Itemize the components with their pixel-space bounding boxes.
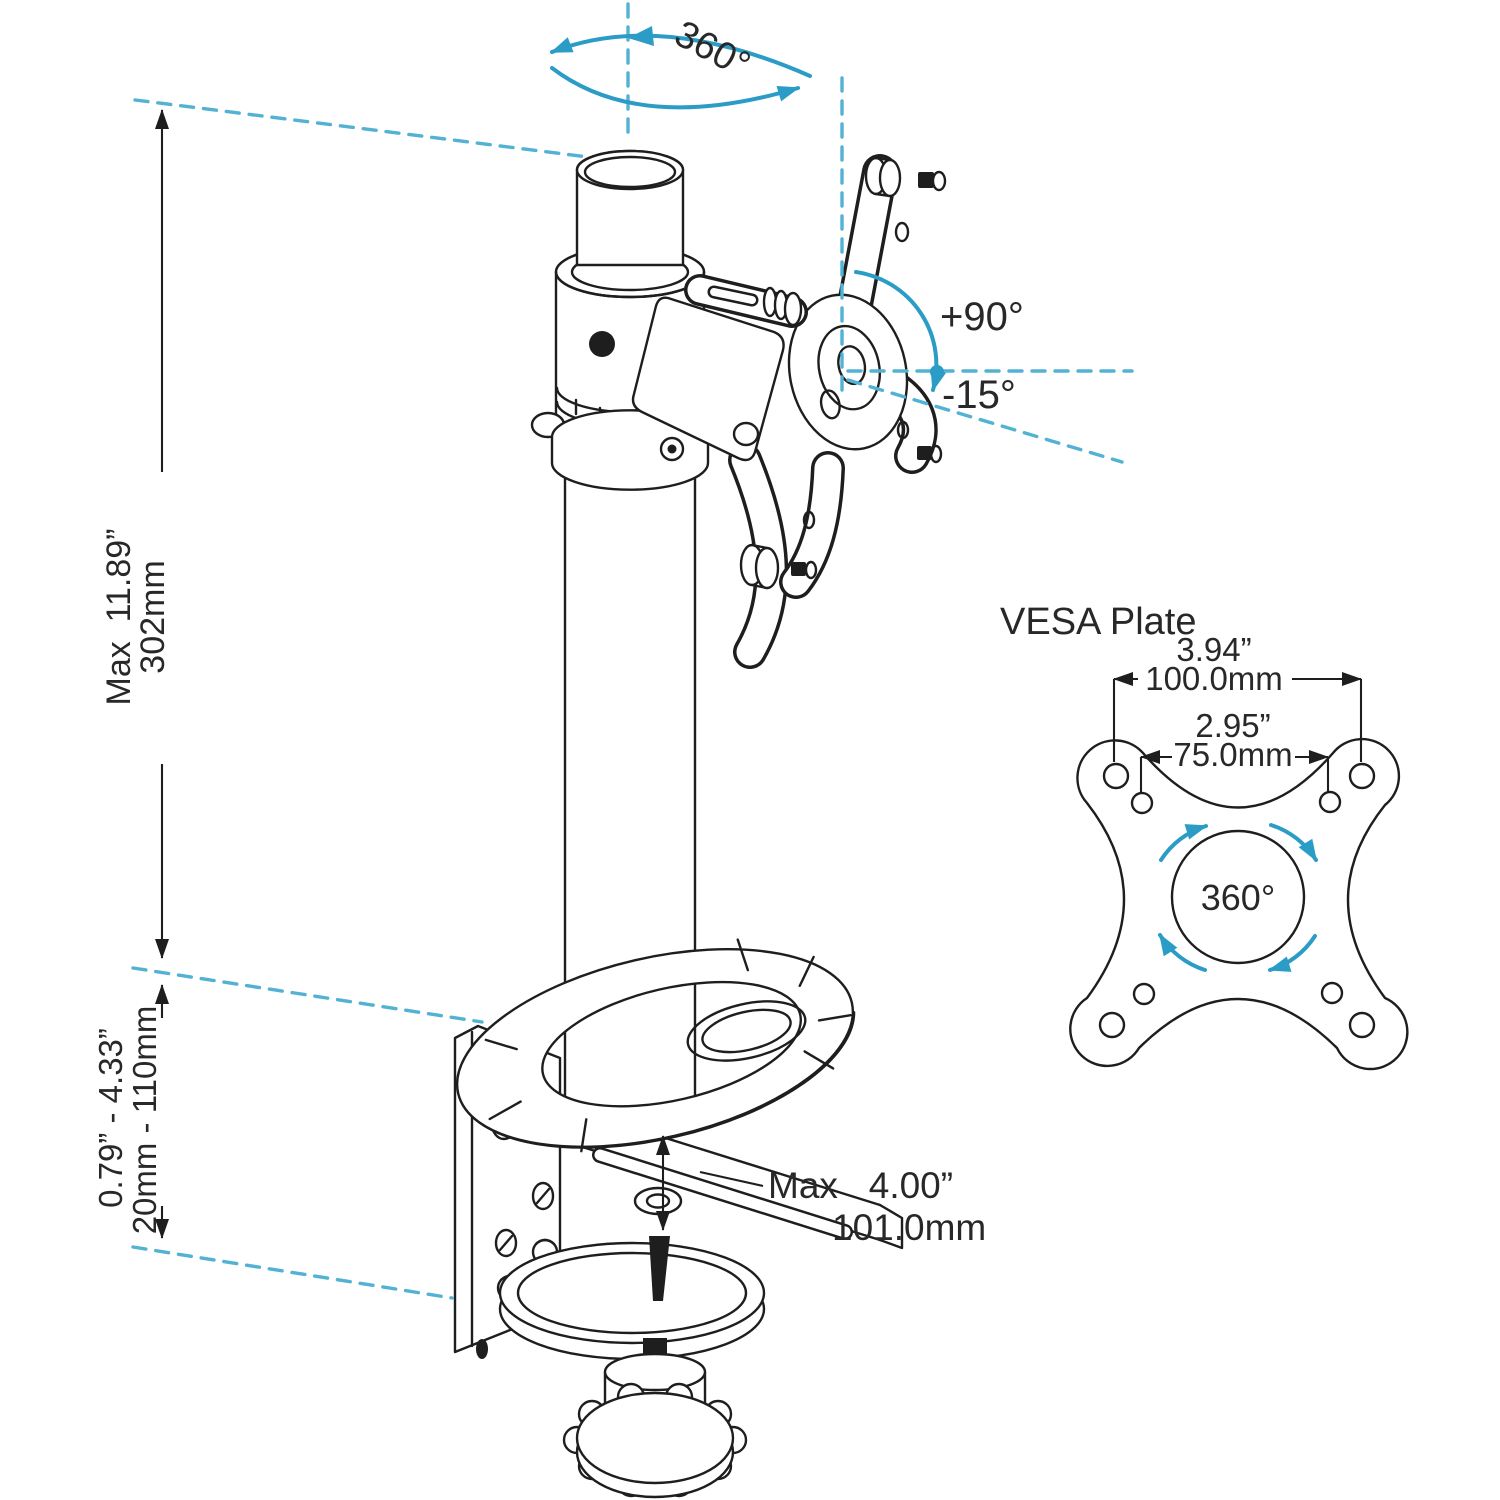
pivot-dot [930,365,944,379]
arm-hole [894,221,910,243]
vesa-hub [787,293,909,451]
vesa-bracket-3d [728,154,947,669]
tilt-arm [684,274,808,328]
vesa-75mm-dimension [1139,750,1330,794]
rotation-annotation-top [550,2,812,142]
vesa-hole-75 [1318,790,1342,814]
pole-rotation-label: 360° [668,13,757,87]
arm-hole [896,420,910,440]
vesa-hole-100 [1102,762,1130,790]
tilt-up-label: +90° [940,295,1024,339]
vesa-hole-75 [1320,981,1344,1005]
leader-lines [131,98,590,1300]
tilt-down-label: -15° [942,373,1016,417]
vesa-rotation-label: 360° [1201,877,1275,918]
vesa-outer-mm: 100.0mm [1145,660,1283,697]
vesa-screw-right [917,444,943,464]
vesa-hole-100 [1348,1011,1376,1039]
foot-pad [498,1241,766,1345]
tilt-annotation [840,76,1134,464]
vesa-screw-top [918,170,947,192]
vesa-inner-mm: 75.0mm [1173,736,1292,773]
vesa-spacer-bottom [739,543,780,590]
vesa-hole-75 [1132,982,1156,1006]
collar-clamp-band [530,409,710,491]
vesa-plate-diagram [1069,672,1409,1071]
clamp-range-label-in: 0.79” - 4.33” [92,1028,129,1208]
height-dim-label-mm: 302mm [134,560,172,673]
height-dimension [140,109,182,959]
threaded-rod-top [649,1236,670,1301]
arm-hole [802,510,816,530]
clamp-knob [562,1382,748,1499]
clamp-range-dimension [142,984,182,1239]
slide-label-in: Max 4.00” [768,1165,953,1206]
vesa-center-circle [1170,829,1306,965]
vesa-100mm-dimension [1112,672,1363,762]
head-assembly [530,149,808,491]
vesa-hole-100 [1348,762,1376,790]
vesa-inner-in: 2.95” [1195,707,1270,744]
clamp-adjust-annotation [656,1135,764,1231]
diamond-plate [631,296,785,462]
clamp-range-label-mm: 20mm - 110mm [126,1006,163,1235]
vesa-spacer-top [864,156,902,198]
slide-label-mm: 101.0mm [832,1207,986,1248]
pole-cap [554,149,706,299]
desk-clamp-base [455,938,856,1153]
height-dim-label-in: Max 11.89” [100,528,138,705]
grommet-ring [686,1000,807,1062]
vesa-outer-in: 3.94” [1176,631,1251,668]
head-knob-dot [589,331,615,357]
vesa-hole-100 [1098,1011,1126,1039]
vesa-screw-bottom [791,560,818,580]
vesa-title: VESA Plate [1000,601,1196,643]
clamp-foot-assembly [498,1236,766,1499]
vesa-rotation-arrows [1158,823,1318,972]
